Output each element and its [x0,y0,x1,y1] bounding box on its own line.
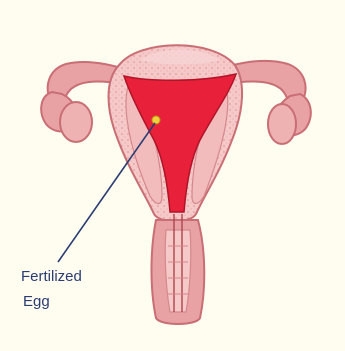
right-ovary [268,104,296,144]
fertilized-egg-label-line2: Egg [23,293,50,310]
fertilized-egg-label-line1: Fertilized [21,268,82,285]
left-ovary [60,102,92,142]
fertilized-egg [152,116,160,124]
cervix-inner [165,230,191,312]
egg-pointer-line [58,123,155,262]
